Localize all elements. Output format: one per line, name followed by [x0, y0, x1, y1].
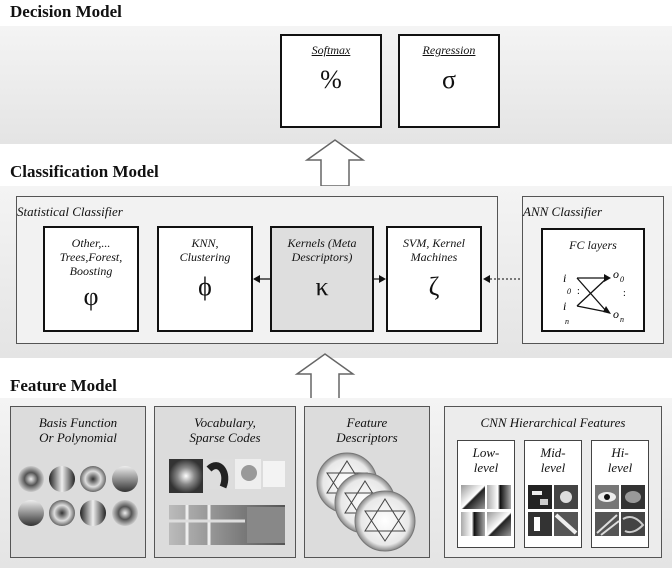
statistical-classifier-title: Statistical Classifier	[17, 204, 123, 219]
knn-label: KNN, Clustering	[179, 236, 231, 264]
output-node-n-sub: n	[620, 315, 624, 324]
input-ellipsis: :	[577, 286, 580, 297]
rosette-3	[354, 490, 416, 552]
sparse-code-patches	[169, 459, 285, 545]
cnn-mid-level-label: Mid- level	[540, 445, 566, 475]
input-node-n-sub: n	[565, 317, 569, 326]
fc-layers-card: FC layers i 0 : i n o 0 : o n	[541, 228, 645, 332]
softmax-card: Softmax %	[280, 34, 382, 128]
softmax-label: Softmax	[311, 43, 351, 57]
input-node-0: i	[563, 271, 566, 285]
output-ellipsis: :	[623, 288, 626, 299]
up-arrow-to-decision	[304, 139, 366, 187]
hi-level-filters	[595, 485, 645, 536]
kernels-label: Kernels (Meta Descriptors)	[287, 236, 357, 264]
cnn-hi-level-tile: Hi- level	[591, 440, 649, 548]
cnn-low-level-tile: Low- level	[457, 440, 515, 548]
regression-label: Regression	[422, 43, 476, 57]
ann-to-svm-arrow	[483, 275, 524, 283]
other-classifier-label: Other,... Trees,Forest, Boosting	[59, 236, 123, 278]
fc-network-diagram: i 0 : i n o 0 : o n	[563, 267, 626, 326]
feature-descriptors-label: Feature Descriptors	[336, 415, 398, 445]
cnn-hi-level-label: Hi- level	[607, 445, 633, 475]
basis-function-images	[18, 466, 138, 526]
decision-model-title: Decision Model	[10, 2, 122, 21]
regression-symbol: σ	[441, 65, 456, 94]
descriptor-rosettes	[316, 452, 416, 552]
ann-classifier-title: ANN Classifier	[523, 204, 603, 219]
input-node-0-sub: 0	[567, 287, 571, 296]
kernels-symbol: κ	[315, 272, 329, 301]
input-node-n: i	[563, 299, 566, 313]
kernels-card: Kernels (Meta Descriptors) κ	[270, 226, 374, 332]
basis-function-label: Basis Function Or Polynomial	[38, 415, 118, 445]
svm-card: SVM, Kernel Machines ζ	[386, 226, 482, 332]
low-level-filters	[461, 485, 511, 536]
mid-level-filters	[528, 485, 578, 536]
feature-model-title: Feature Model	[10, 376, 117, 395]
feature-descriptors-panel: Feature Descriptors	[304, 406, 430, 558]
up-arrow-to-classification	[294, 353, 356, 401]
cnn-features-title: CNN Hierarchical Features	[480, 415, 626, 430]
fc-layers-label: FC layers	[569, 238, 617, 252]
softmax-symbol: %	[320, 65, 342, 94]
svm-symbol: ζ	[428, 272, 440, 301]
output-node-0: o	[613, 267, 619, 281]
kernel-link-arrows	[253, 275, 386, 283]
cnn-mid-level-tile: Mid- level	[524, 440, 582, 548]
knn-symbol: ϕ	[198, 272, 212, 301]
other-classifier-card: Other,... Trees,Forest, Boosting φ	[43, 226, 139, 332]
knn-card: KNN, Clustering ϕ	[157, 226, 253, 332]
vocabulary-label: Vocabulary, Sparse Codes	[189, 415, 261, 445]
output-node-n: o	[613, 307, 619, 321]
other-classifier-symbol: φ	[83, 282, 99, 311]
output-node-0-sub: 0	[620, 275, 624, 284]
basis-function-panel: Basis Function Or Polynomial	[10, 406, 146, 558]
svm-label: SVM, Kernel Machines	[403, 236, 465, 264]
vocabulary-panel: Vocabulary, Sparse Codes	[154, 406, 296, 558]
classification-model-title: Classification Model	[10, 162, 159, 181]
regression-card: Regression σ	[398, 34, 500, 128]
cnn-low-level-label: Low- level	[472, 445, 500, 475]
